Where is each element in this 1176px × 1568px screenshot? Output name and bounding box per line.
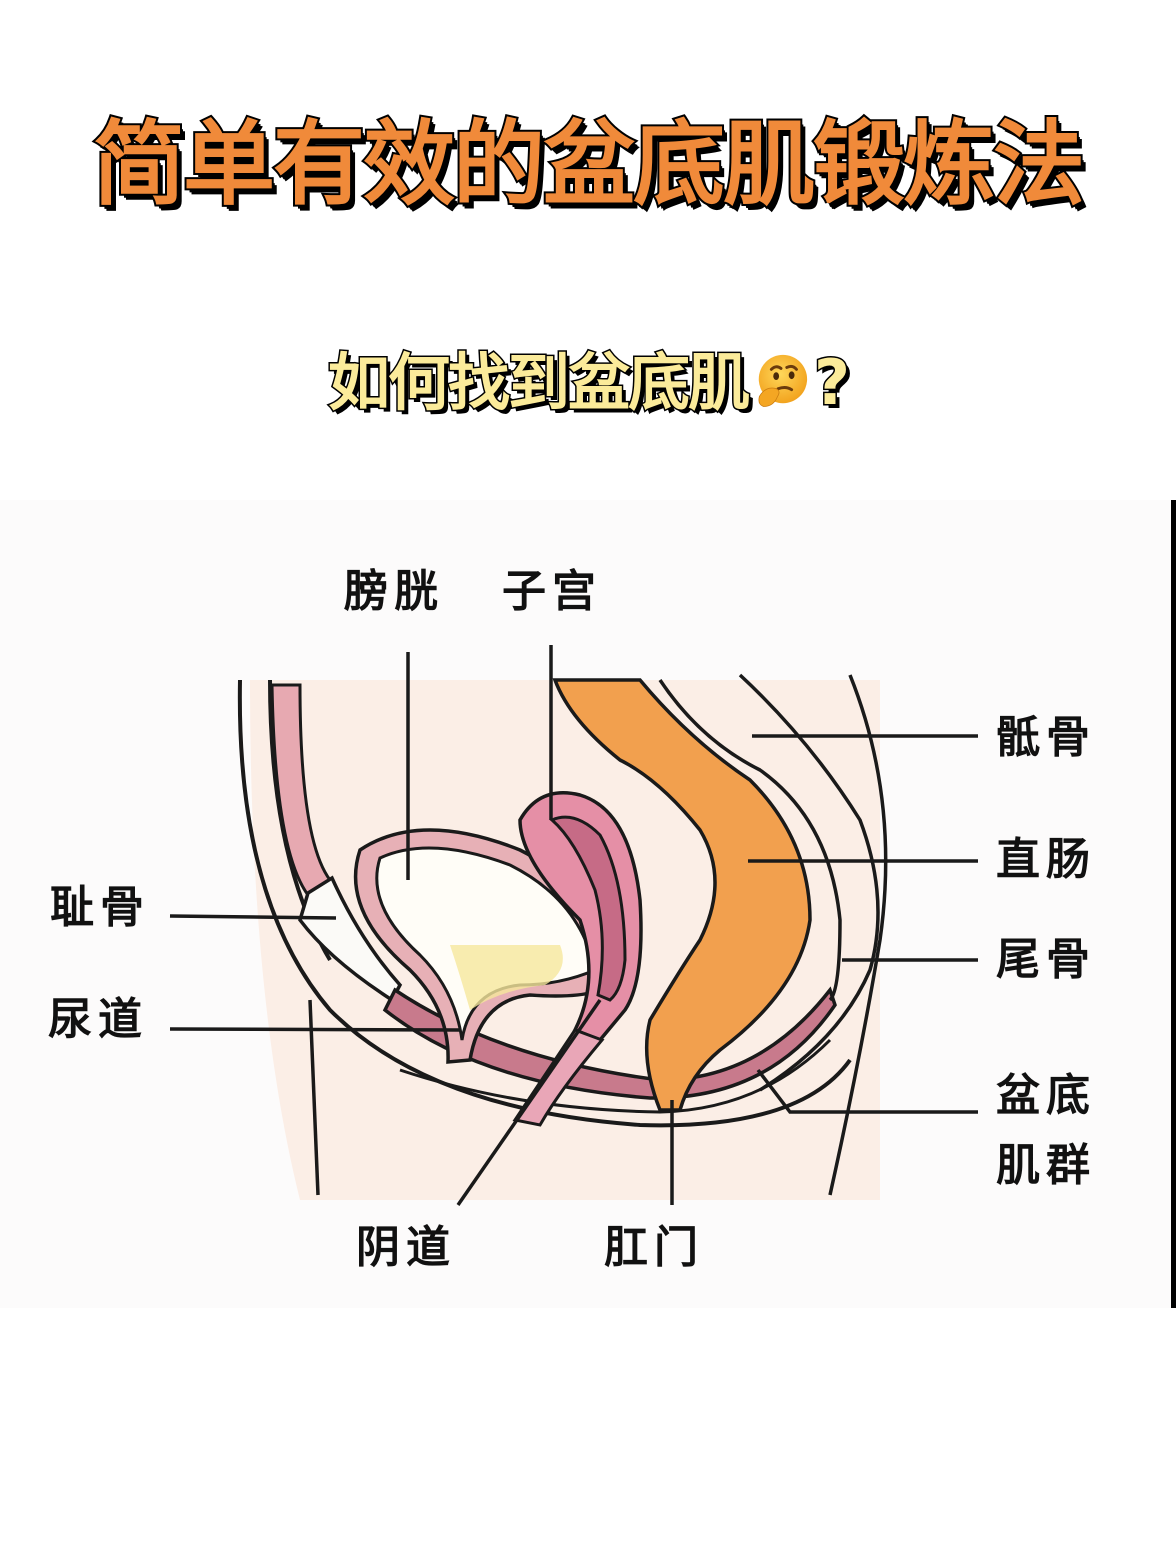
subtitle-question-mark: ? [813, 345, 852, 421]
label-coccyx: 尾骨 [996, 934, 1096, 985]
thigh-line-left [308, 999, 320, 1196]
leader-pelvic-floor [756, 1068, 978, 1114]
urine [450, 945, 563, 1010]
label-bladder: 膀胱 [344, 566, 444, 617]
label-vagina: 阴道 [356, 1222, 456, 1273]
label-pelvic-floor-line1: 盆底 [996, 1070, 1096, 1121]
sacrum-inner-line [658, 679, 842, 1002]
label-uterus: 子宫 [502, 566, 602, 617]
label-rectum: 直肠 [996, 834, 1096, 885]
rectum [552, 678, 812, 1112]
diagram-right-border [1171, 500, 1176, 1308]
label-pubic-bone: 耻骨 [50, 882, 150, 933]
pelvic-anatomy-diagram: 膀胱 子宫 骶骨 直肠 尾骨 盆底 肌群 耻骨 尿道 阴道 肛门 [0, 500, 1176, 1308]
label-anus: 肛门 [604, 1222, 704, 1273]
label-urethra: 尿道 [48, 994, 148, 1045]
thinking-face-emoji-icon [758, 354, 808, 407]
page-title: 简单有效的盆底肌锻炼法 [91, 109, 1087, 220]
uterus-cavity [549, 815, 627, 1002]
label-pelvic-floor-line2: 肌群 [996, 1140, 1096, 1191]
subtitle-text: 如何找到盆底肌 [326, 345, 751, 421]
leader-vagina [456, 999, 602, 1206]
label-sacrum: 骶骨 [996, 712, 1096, 763]
subtitle: 如何找到盆底肌 ? [0, 338, 1176, 428]
pelvic-anatomy-illustration [169, 645, 978, 1206]
sacrum-outer-line [738, 673, 880, 1092]
leader-urethra [169, 1027, 461, 1032]
vagina-canal [512, 1028, 605, 1127]
leader-pubic-bone [169, 914, 337, 920]
perineal-layer [399, 1038, 832, 1114]
